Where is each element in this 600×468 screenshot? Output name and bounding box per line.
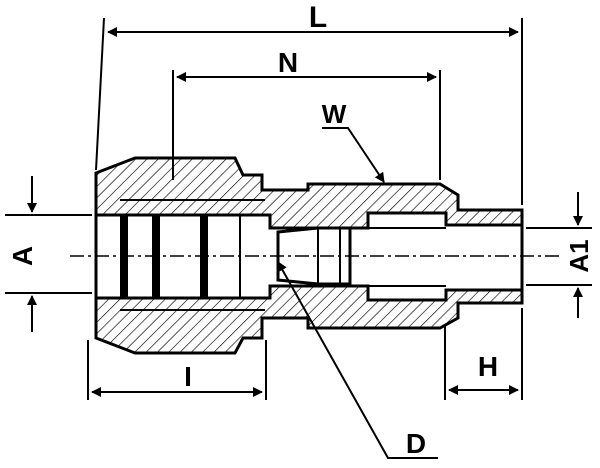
dimension-l: L [95, 1, 523, 205]
label-a: A [7, 246, 38, 266]
dimension-i: I [87, 340, 267, 400]
leader-w: W [322, 99, 385, 183]
label-i: I [184, 361, 192, 392]
leader-d: D [277, 261, 438, 459]
label-n: N [278, 47, 298, 78]
label-a1: A1 [564, 239, 594, 272]
label-l: L [309, 1, 327, 34]
dimension-a1: A1 [526, 192, 594, 318]
dimension-h: H [444, 308, 523, 400]
dimension-a: A [5, 176, 92, 332]
fitting-body [70, 156, 560, 355]
label-w: W [322, 99, 347, 129]
dimension-n: N [172, 47, 441, 180]
label-d: D [406, 428, 426, 459]
label-h: H [478, 351, 498, 382]
